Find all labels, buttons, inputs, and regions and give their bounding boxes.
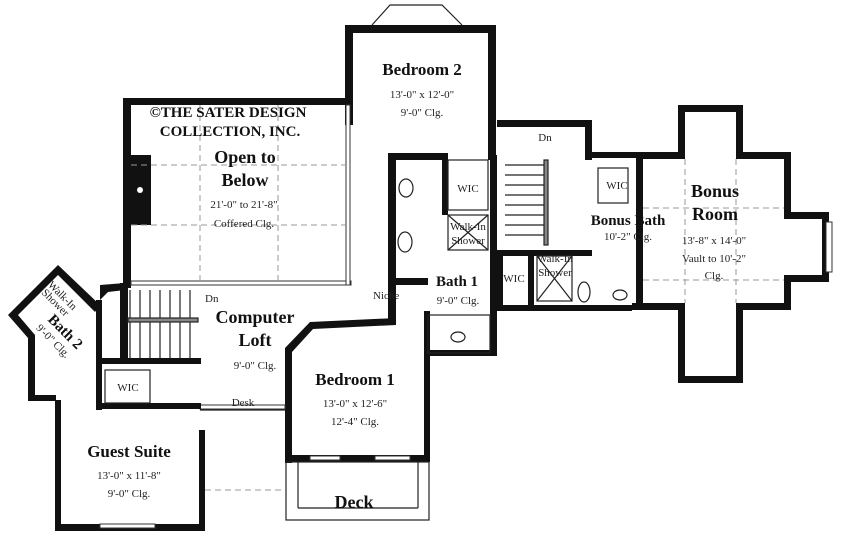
computer-loft-label-1: Computer xyxy=(216,307,295,327)
open-to-below-ceiling: Coffered Clg. xyxy=(214,218,275,230)
open-to-below-label-2: Below xyxy=(222,170,269,190)
bath1-label: Bath 1 xyxy=(436,274,478,290)
computer-loft-ceiling: 9'-0" Clg. xyxy=(234,360,277,372)
bonus-bath-label: Bonus Bath xyxy=(591,213,666,229)
loft-stair-down-label: Dn xyxy=(205,293,219,305)
guest-suite-size: 13'-0" x 11'-8" xyxy=(97,470,161,482)
copyright-line-2: COLLECTION, INC. xyxy=(160,124,301,140)
guest-suite-label: Guest Suite xyxy=(87,442,171,461)
wic-label-bonus: WIC xyxy=(606,180,627,192)
bath1-ceiling: 9'-0" Clg. xyxy=(437,295,480,307)
open-to-below-label-1: Open to xyxy=(214,147,276,167)
niche-label: Niche xyxy=(373,290,399,302)
computer-loft-label-2: Loft xyxy=(239,330,272,350)
wic-label-bath1: WIC xyxy=(457,183,478,195)
bedroom1-label: Bedroom 1 xyxy=(315,370,395,389)
bedroom2-size: 13'-0" x 12'-0" xyxy=(390,89,454,101)
bonus-shower-label-2: Shower xyxy=(538,267,572,279)
bedroom1-ceiling: 12'-4" Clg. xyxy=(331,416,379,428)
bonus-room-label-2: Room xyxy=(692,204,738,224)
bonus-room-label-1: Bonus xyxy=(691,181,739,201)
bonus-bath-ceiling: 10'-2" Clg. xyxy=(604,231,652,243)
guest-suite-ceiling: 9'-0" Clg. xyxy=(108,488,151,500)
bonus-shower-label-1: Walk-In xyxy=(537,253,573,265)
bedroom2-ceiling: 9'-0" Clg. xyxy=(401,107,444,119)
bedroom1-size: 13'-0" x 12'-6" xyxy=(323,398,387,410)
bedroom2-label: Bedroom 2 xyxy=(382,60,462,79)
open-to-below-size: 21'-0" to 21'-8" xyxy=(210,199,277,211)
bonus-room-size: 13'-8" x 14'-0" xyxy=(682,235,746,247)
wic-label-hall: WIC xyxy=(503,273,524,285)
walk-in-shower-label-1: Walk-In xyxy=(450,221,486,233)
desk-label: Desk xyxy=(232,397,255,409)
walk-in-shower-label-2: Shower xyxy=(451,235,485,247)
copyright-line-1: ©THE SATER DESIGN xyxy=(150,105,307,121)
bonus-room-ceiling-1: Vault to 10'-2" xyxy=(682,253,746,265)
deck-label: Deck xyxy=(335,492,374,512)
wic-label-guest: WIC xyxy=(117,382,138,394)
walls xyxy=(8,4,833,531)
stair-down-label: Dn xyxy=(538,132,552,144)
bonus-room-ceiling-2: Clg. xyxy=(705,270,724,282)
